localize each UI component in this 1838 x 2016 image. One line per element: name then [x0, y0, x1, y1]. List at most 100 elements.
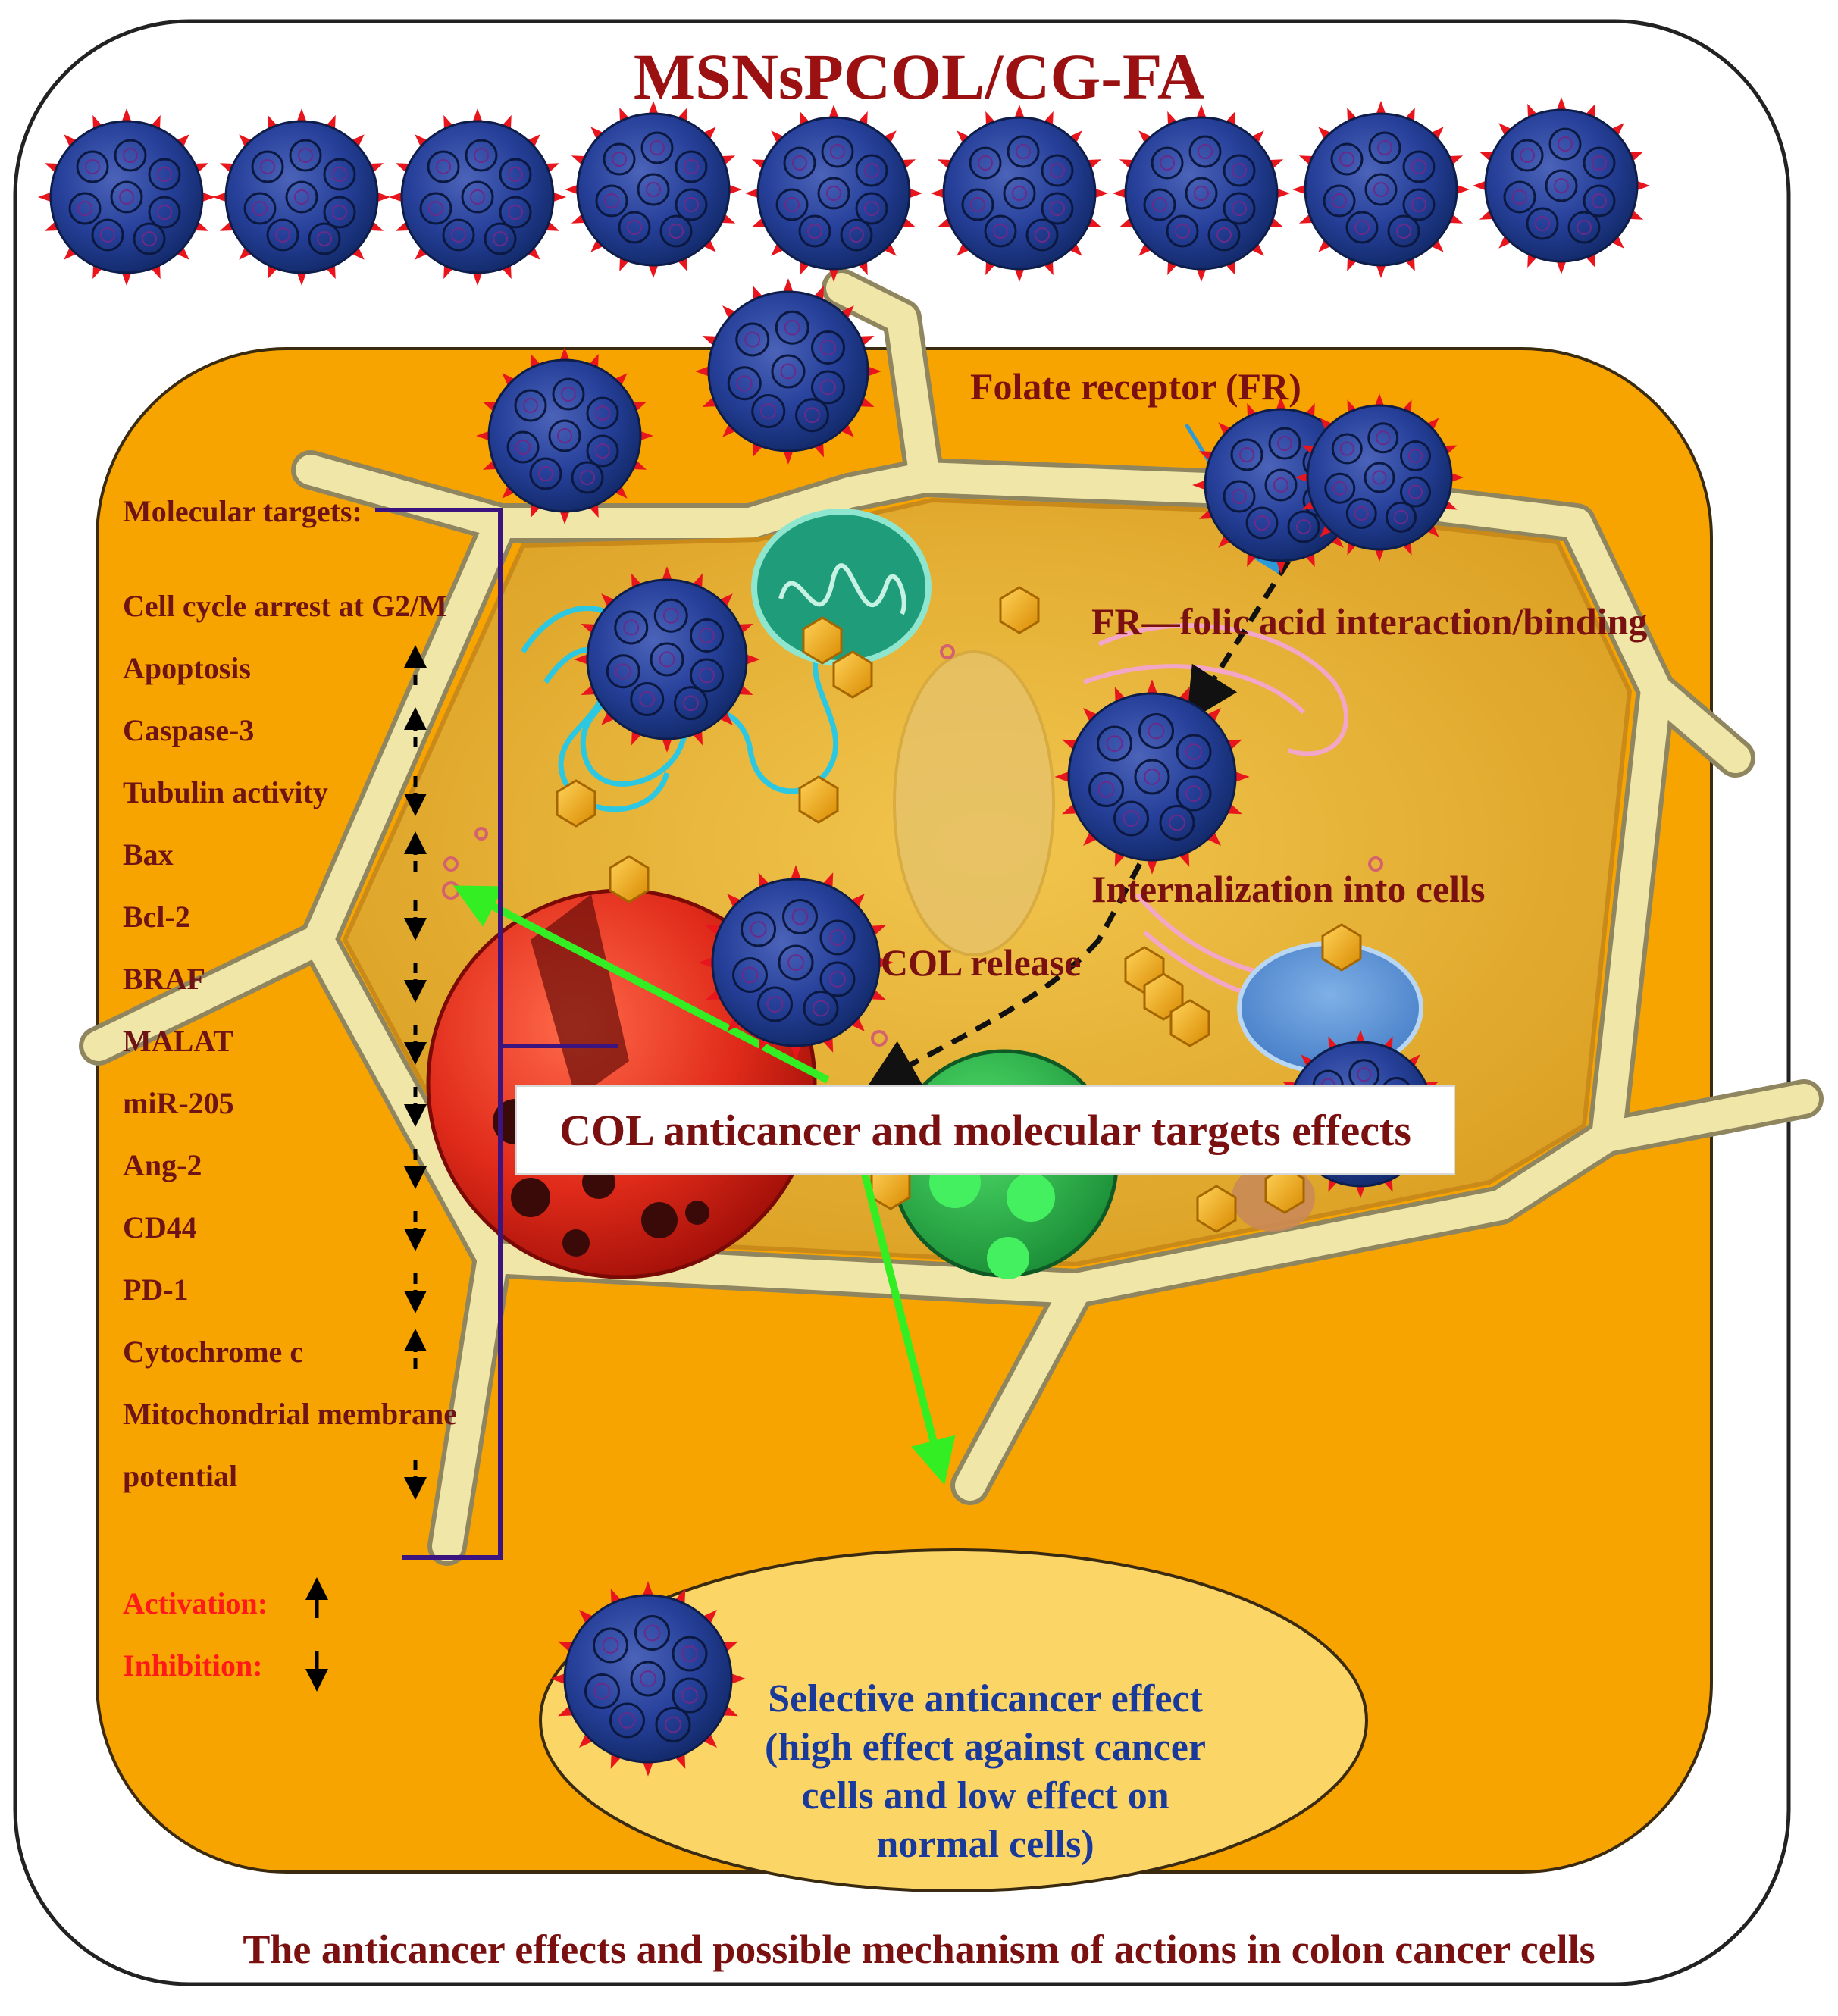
mesopore [795, 398, 829, 433]
mesopore [819, 961, 856, 997]
mesopore [855, 154, 888, 187]
mesopore-inner [1377, 140, 1392, 155]
mesopore-inner [681, 1645, 698, 1662]
mesopore-inner [612, 152, 627, 167]
mesopore-inner [684, 197, 699, 212]
mesopore [732, 957, 768, 993]
mesopore-inner [639, 691, 656, 707]
mesopore [1041, 192, 1074, 225]
mesopore-inner [604, 193, 619, 208]
mesopore-inner [1144, 769, 1160, 785]
folic-acid-spike [524, 243, 540, 260]
mesopore [465, 139, 498, 172]
mesopore [1113, 800, 1149, 837]
mesopore [1400, 440, 1431, 471]
mesopore [1400, 476, 1431, 508]
folic-acid-spike [700, 236, 716, 252]
col-release-label: COL release [881, 941, 1082, 984]
folic-acid-spike [239, 243, 255, 260]
mesopore [442, 218, 475, 252]
mesopore-inner [662, 607, 679, 624]
mesopore [148, 158, 181, 191]
mesopore-inner [1332, 193, 1347, 208]
mesopore [1041, 154, 1074, 187]
folic-acid-spike [173, 134, 189, 151]
legend-activation-label: Activation: [123, 1586, 268, 1620]
mesopore [595, 184, 628, 218]
mesopore-inner [829, 929, 846, 946]
folic-acid-spike [1320, 521, 1335, 537]
mesopore-inner [766, 996, 784, 1013]
folic-acid-spike [611, 373, 628, 390]
mesopore [1367, 422, 1399, 454]
folic-acid-spike [880, 130, 897, 147]
mesopore [1159, 805, 1195, 841]
mesopore [584, 1673, 620, 1709]
mesopore [630, 1661, 666, 1697]
mesopore-inner [100, 227, 115, 243]
page-title: MSNsPCOL/CG-FA [633, 40, 1205, 113]
mesopore-inner [978, 155, 993, 171]
mesopore-inner [1296, 519, 1311, 534]
folic-acid-spike [1498, 123, 1515, 139]
folic-acid-spike [726, 893, 745, 912]
mesopore-inner [1160, 155, 1175, 171]
mesopore [1364, 462, 1395, 493]
target-item: PD-1 [123, 1273, 189, 1307]
mesopore [289, 139, 322, 172]
mesopore-inner [1332, 481, 1348, 496]
mesopore-inner [1407, 448, 1423, 464]
mesopore-inner [580, 470, 595, 485]
mesopore [775, 310, 809, 345]
mesopore [514, 389, 547, 422]
folic-acid-spike [700, 127, 716, 143]
mesopore [1583, 146, 1616, 180]
mesopore-inner [260, 159, 275, 174]
mesopore-inner [157, 167, 172, 182]
nanoparticle [1295, 393, 1464, 562]
mesopore-inner [1232, 489, 1247, 504]
mesopore-inner [780, 363, 797, 380]
mesopore [1176, 734, 1212, 770]
nanoparticle [38, 108, 215, 286]
mesopore [251, 150, 284, 183]
mesopore-inner [1152, 197, 1167, 212]
figure-caption: The anticancer effects and possible mech… [243, 1927, 1595, 1972]
mesopore-inner [646, 182, 661, 197]
mesopore [419, 192, 452, 225]
mesopore [1548, 127, 1582, 161]
mesopore [727, 366, 762, 401]
folic-acid-spike [715, 708, 733, 725]
mesopore [855, 192, 888, 225]
mesopore [771, 354, 806, 389]
target-item: Caspase-3 [123, 713, 255, 747]
mesopore [427, 150, 460, 183]
mesopore [821, 135, 854, 168]
mesopore [1134, 759, 1170, 795]
mesopore-inner [683, 695, 699, 712]
mesopore [110, 180, 143, 214]
folic-acid-spike [837, 305, 854, 323]
folic-acid-spike [524, 134, 540, 151]
mesopore-inner [1354, 506, 1369, 521]
mesopore-inner [1016, 144, 1031, 159]
mesopore [783, 146, 816, 180]
folic-acid-spike [1427, 127, 1444, 143]
target-item: Bax [123, 837, 174, 872]
dashed-path-release [864, 938, 1101, 1091]
mesopore-inner [618, 1712, 636, 1729]
mesopore-inner [123, 148, 138, 163]
folic-acid-spike [1082, 707, 1101, 726]
mesopore-inner [602, 1637, 619, 1654]
mesopore-inner [669, 224, 684, 239]
mesopore-inner [1175, 224, 1190, 239]
mesopore [68, 192, 102, 225]
folic-acid-spike [1608, 123, 1624, 139]
folic-acid-spike [1138, 239, 1155, 256]
mesopore-inner [829, 971, 846, 988]
mesopore [461, 180, 494, 214]
mesopore-inner [1393, 509, 1409, 524]
mesopore-inner [436, 159, 451, 174]
folic-acid-spike [502, 482, 518, 499]
mesopore [91, 218, 124, 252]
